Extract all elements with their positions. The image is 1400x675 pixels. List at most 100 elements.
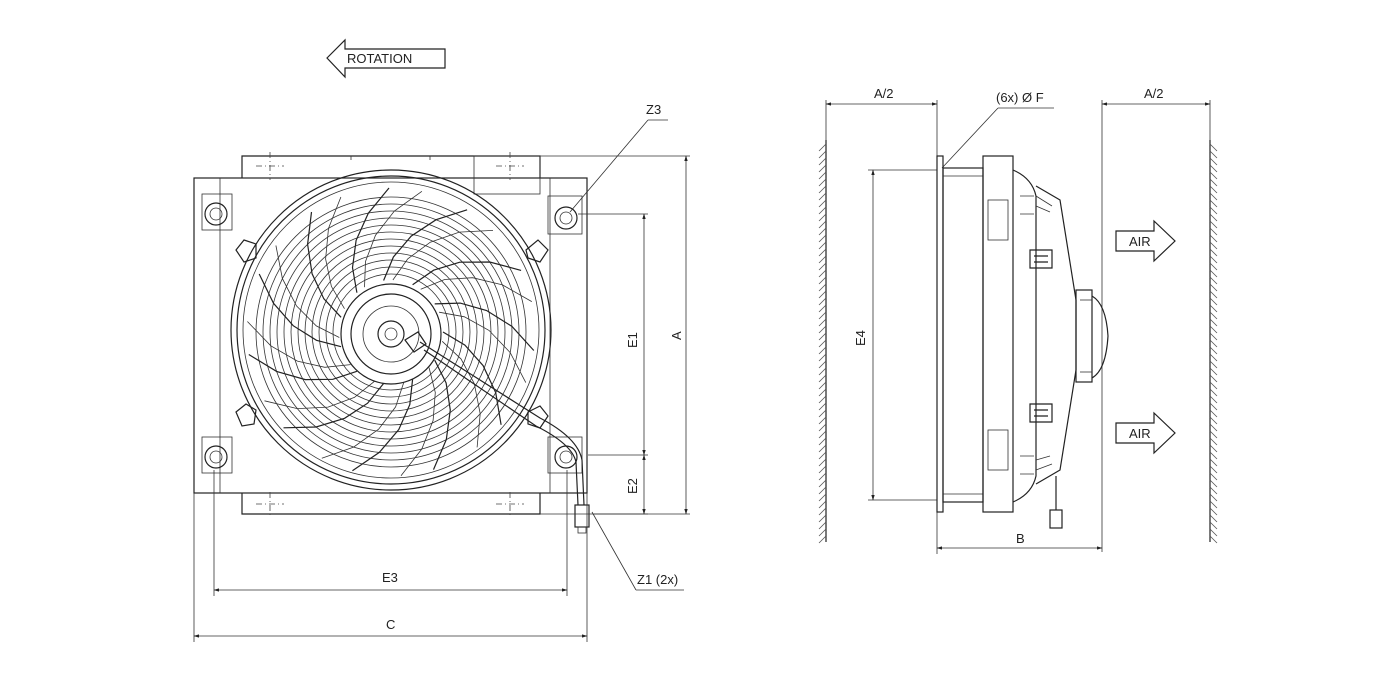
fan-blade-edge xyxy=(420,277,532,302)
wall-hatch-line xyxy=(1209,318,1218,327)
guard-ring xyxy=(304,245,478,419)
fan-blade-edge xyxy=(247,321,351,368)
dimension-half-a-right-label: A/2 xyxy=(1144,86,1164,101)
wall-hatch-line xyxy=(1209,514,1218,523)
guard-ring xyxy=(332,273,450,391)
wall-hatch-line xyxy=(818,507,827,516)
fan-blade-edge xyxy=(392,230,494,281)
wall-hatch-line xyxy=(1209,213,1218,222)
wall-hatch-line xyxy=(1209,360,1218,369)
wall-hatch-line xyxy=(818,402,827,411)
wall-hatch-line xyxy=(818,248,827,257)
wall-hatch-line xyxy=(818,472,827,481)
wall-hatch-line xyxy=(818,262,827,271)
wall-hatch-line xyxy=(1209,388,1218,397)
wall-hatch-line xyxy=(1209,430,1218,439)
wall-hatch-line xyxy=(1209,150,1218,159)
wall-hatch-line xyxy=(1209,507,1218,516)
wall-hatch-line xyxy=(1209,192,1218,201)
cooler-body xyxy=(193,155,588,515)
wall-hatch-line xyxy=(1209,164,1218,173)
wall-hatch-line xyxy=(818,164,827,173)
fan-blade-edge xyxy=(325,196,345,309)
wall-hatch-line xyxy=(1209,472,1218,481)
rotation-arrow: ROTATION xyxy=(326,38,446,79)
wall-hatch-line xyxy=(1209,304,1218,313)
wall-hatch-line xyxy=(1209,241,1218,250)
guard-ring xyxy=(269,210,513,454)
wall-hatch-line xyxy=(818,143,827,152)
wall-hatch-line xyxy=(818,297,827,306)
wall-hatch-line xyxy=(1209,283,1218,292)
front-view: ROTATION xyxy=(193,38,690,642)
wall-hatch-line xyxy=(818,213,827,222)
wall-left xyxy=(818,140,827,544)
wall-hatch-line xyxy=(818,171,827,180)
wall-hatch-line xyxy=(818,206,827,215)
wall-hatch-line xyxy=(1209,248,1218,257)
fan-blade xyxy=(383,209,468,281)
wall-hatch-line xyxy=(818,227,827,236)
wall-hatch-line xyxy=(818,269,827,278)
wall-hatch-line xyxy=(1209,297,1218,306)
wall-hatch-line xyxy=(1209,423,1218,432)
wall-hatch-line xyxy=(818,381,827,390)
wall-hatch-line xyxy=(818,458,827,467)
wall-hatch-line xyxy=(818,325,827,334)
fan-blade xyxy=(351,187,390,293)
dimension-e3-label: E3 xyxy=(382,570,398,585)
wall-hatch-line xyxy=(818,514,827,523)
wall-hatch-line xyxy=(1209,178,1218,187)
cooler-side-profile xyxy=(936,155,1109,529)
wall-hatch-line xyxy=(818,290,827,299)
dimension-e1-label: E1 xyxy=(625,332,640,348)
air-arrow-bottom: AIR xyxy=(1115,411,1176,455)
wall-hatch-line xyxy=(1209,486,1218,495)
guard-ring xyxy=(311,252,471,412)
wall-hatch-line xyxy=(818,241,827,250)
wall-hatch-line xyxy=(1209,409,1218,418)
wall-hatch-line xyxy=(818,178,827,187)
wall-hatch-line xyxy=(818,451,827,460)
wall-hatch-line xyxy=(1209,311,1218,320)
wall-hatch-line xyxy=(818,423,827,432)
wall-hatch-line xyxy=(818,199,827,208)
wall-hatch-line xyxy=(1209,458,1218,467)
guard-ring xyxy=(276,217,506,447)
dimension-e4-label: E4 xyxy=(853,330,868,346)
wall-hatch-line xyxy=(1209,339,1218,348)
guard-ring xyxy=(297,238,485,426)
wall-hatch-line xyxy=(818,339,827,348)
fan-blade xyxy=(258,273,342,348)
fan-blade xyxy=(306,211,342,318)
fan-blade xyxy=(442,331,502,425)
wall-hatch-line xyxy=(1209,528,1218,537)
fan-blades xyxy=(247,187,535,476)
guard-ring xyxy=(318,259,464,405)
fan-blade xyxy=(248,353,358,381)
fan-blade xyxy=(283,383,385,429)
wall-hatch-line xyxy=(818,150,827,159)
wall-hatch-line xyxy=(818,500,827,509)
wall-hatch-line xyxy=(1209,199,1218,208)
fan-blade-edge xyxy=(264,380,375,410)
front-dimensions: A E1 E2 E3 C Z3 Z1 (2x) xyxy=(193,102,690,642)
air-arrow-top: AIR xyxy=(1115,219,1176,263)
wall-hatch-line xyxy=(1209,262,1218,271)
wall-hatch-line xyxy=(1209,255,1218,264)
wall-hatch-line xyxy=(818,220,827,229)
fan-blade-edge xyxy=(364,190,423,288)
center-marks xyxy=(256,152,524,518)
wall-hatch-line xyxy=(818,353,827,362)
wall-hatch-line xyxy=(818,360,827,369)
wall-hatch-line xyxy=(1209,395,1218,404)
air-bottom-label: AIR xyxy=(1129,426,1151,441)
wall-hatch-line xyxy=(1209,171,1218,180)
wall-hatch-line xyxy=(1209,535,1218,544)
wall-hatch-line xyxy=(1209,206,1218,215)
wall-hatch-line xyxy=(818,304,827,313)
wall-hatch-line xyxy=(1209,493,1218,502)
wall-hatch-line xyxy=(818,346,827,355)
power-cable xyxy=(419,341,590,534)
